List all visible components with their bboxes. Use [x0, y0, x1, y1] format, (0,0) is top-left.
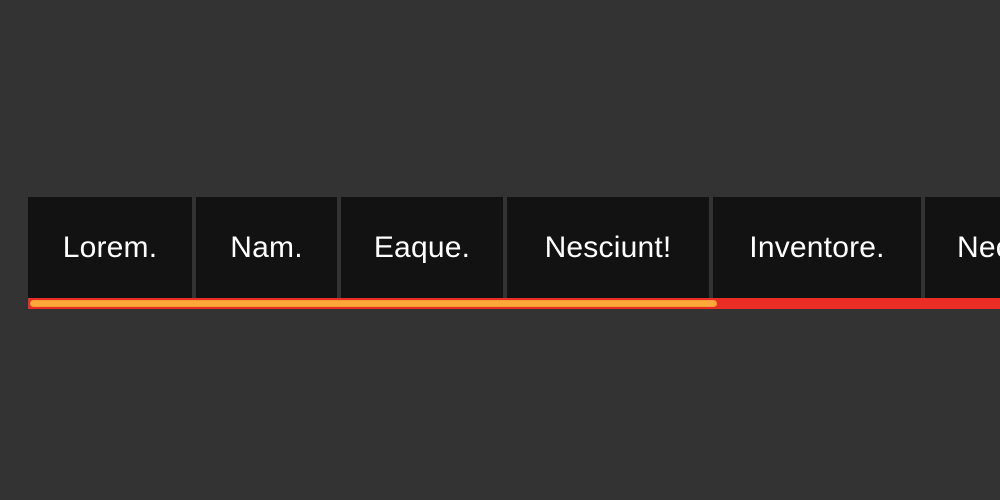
tab-nesciunt[interactable]: Nesciunt!	[507, 197, 709, 298]
progress-fill	[30, 300, 718, 307]
tab-nam[interactable]: Nam.	[196, 197, 337, 298]
tab-eaque[interactable]: Eaque.	[341, 197, 503, 298]
tab-label: Nam.	[230, 230, 303, 264]
tab-label: Eaque.	[373, 230, 471, 264]
tab-strip: Lorem. Nam. Eaque. Nesciunt! Inventore. …	[28, 197, 1000, 312]
tab-label: Nesciunt!	[544, 230, 672, 264]
tab-label: Nec	[957, 230, 1000, 264]
tab-inventore[interactable]: Inventore.	[713, 197, 921, 298]
tab-lorem[interactable]: Lorem.	[28, 197, 192, 298]
tab-label: Inventore.	[749, 230, 885, 264]
tab-row: Lorem. Nam. Eaque. Nesciunt! Inventore. …	[28, 197, 1000, 298]
progress-track	[28, 298, 1000, 309]
tab-label: Lorem.	[62, 230, 158, 264]
tab-partial[interactable]: Nec	[925, 197, 1000, 298]
